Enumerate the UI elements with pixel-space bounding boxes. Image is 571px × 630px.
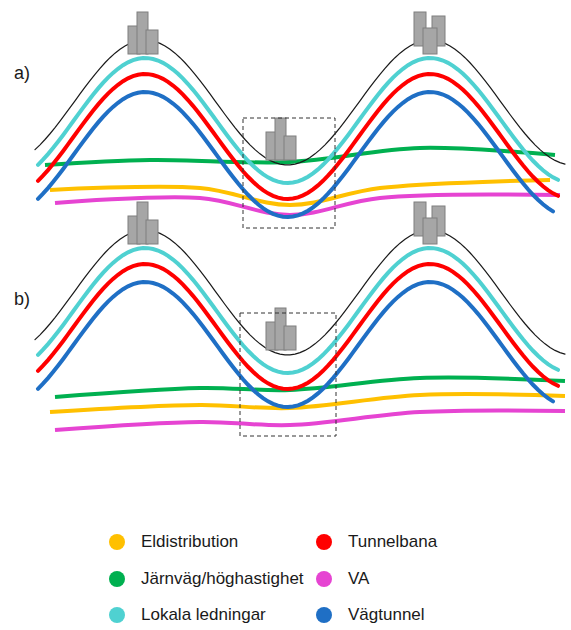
utility-line <box>50 180 550 205</box>
legend-item: VA <box>316 569 369 589</box>
legend-item: Tunnelbana <box>316 532 437 552</box>
legend-text: Eldistribution <box>141 532 238 552</box>
building-icon <box>266 308 296 350</box>
legend-swatch <box>109 607 125 623</box>
legend-text: Tunnelbana <box>348 532 437 552</box>
legend-text: Vägtunnel <box>348 605 425 625</box>
legend-swatch <box>316 534 332 550</box>
building-icon <box>414 12 445 54</box>
legend-swatch <box>109 534 125 550</box>
legend-swatch <box>109 571 125 587</box>
legend-text: Järnväg/höghastighet <box>141 569 304 589</box>
cross-section-panel <box>35 12 565 228</box>
legend-item: Lokala ledningar <box>109 605 266 625</box>
detail-frame <box>243 118 335 228</box>
panel-label: b) <box>14 290 30 308</box>
legend-item: Vägtunnel <box>316 605 425 625</box>
building-icon <box>266 118 296 160</box>
utility-line <box>38 58 558 183</box>
building-icon <box>128 202 158 244</box>
legend-item: Eldistribution <box>109 532 238 552</box>
building-icon <box>128 12 158 54</box>
legend-swatch <box>316 607 332 623</box>
detail-frame <box>240 313 336 436</box>
legend-text: VA <box>348 569 369 589</box>
utility-line <box>55 411 565 430</box>
panel-label: a) <box>14 64 30 82</box>
utility-line <box>35 40 565 165</box>
building-icon <box>414 202 445 244</box>
utility-line <box>38 248 558 373</box>
utility-line <box>35 230 565 355</box>
cross-section-panel <box>35 202 565 436</box>
legend-swatch <box>316 571 332 587</box>
legend-text: Lokala ledningar <box>141 605 266 625</box>
legend-item: Järnväg/höghastighet <box>109 569 304 589</box>
